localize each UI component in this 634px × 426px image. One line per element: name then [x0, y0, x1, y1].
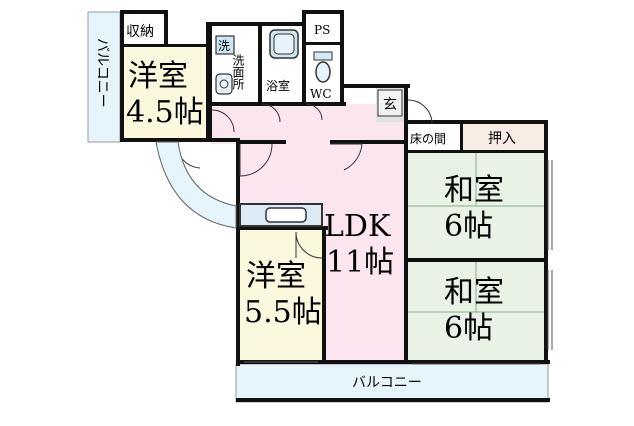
bathtub-inner	[273, 33, 295, 55]
toilet-tank	[313, 51, 333, 61]
storage-fill	[122, 12, 166, 46]
ldk-name: LDK	[324, 209, 391, 244]
toilet-bowl	[315, 61, 331, 83]
washing-machine-icon	[215, 35, 235, 55]
ldk-size: 11帖	[326, 245, 394, 280]
japanese-room-1-size: 6帖	[444, 209, 493, 244]
western-room-1-fill	[122, 46, 210, 140]
closet-label: 押入	[488, 131, 516, 147]
entrance-label: 玄	[383, 96, 397, 113]
western-room-2-fill	[238, 230, 324, 362]
tokonoma-fill	[406, 122, 462, 152]
balcony-south-label: バルコニー	[352, 375, 422, 391]
toilet-label: WC	[310, 87, 332, 101]
japanese-room-1-name: 和室	[444, 173, 504, 208]
curved-balcony	[155, 141, 237, 229]
western-room-2-name: 洋室	[246, 259, 306, 294]
balcony-south-fill	[235, 363, 549, 403]
wash-basin-drain	[219, 79, 229, 89]
balcony-west-label: バルコニー	[94, 38, 110, 108]
western-room-2-size: 5.5帖	[244, 295, 322, 330]
closet-fill	[462, 122, 546, 152]
bathroom-label: 浴室	[266, 78, 290, 93]
washroom-label: 洗面所	[231, 54, 245, 90]
windows	[244, 160, 553, 365]
ps-label: PS	[314, 23, 330, 37]
western-room-1-name: 洋室	[128, 59, 188, 94]
western-room-1-size: 4.5帖	[126, 95, 204, 130]
japanese-room-2-name: 和室	[444, 275, 504, 310]
walls	[120, 10, 550, 402]
balcony-west-fill	[87, 11, 121, 143]
tokonoma-label: 床の間	[410, 132, 446, 146]
storage-label: 収納	[126, 24, 154, 40]
washroom-icon-label: 洗	[218, 39, 230, 53]
hall-fill	[210, 104, 406, 144]
entrance-box	[377, 89, 403, 117]
kitchen-sink	[265, 207, 307, 223]
ps-fill	[306, 12, 342, 44]
japanese-room-2-size: 6帖	[444, 311, 493, 346]
wash-basin	[215, 73, 233, 95]
tatami-lines	[406, 152, 546, 313]
